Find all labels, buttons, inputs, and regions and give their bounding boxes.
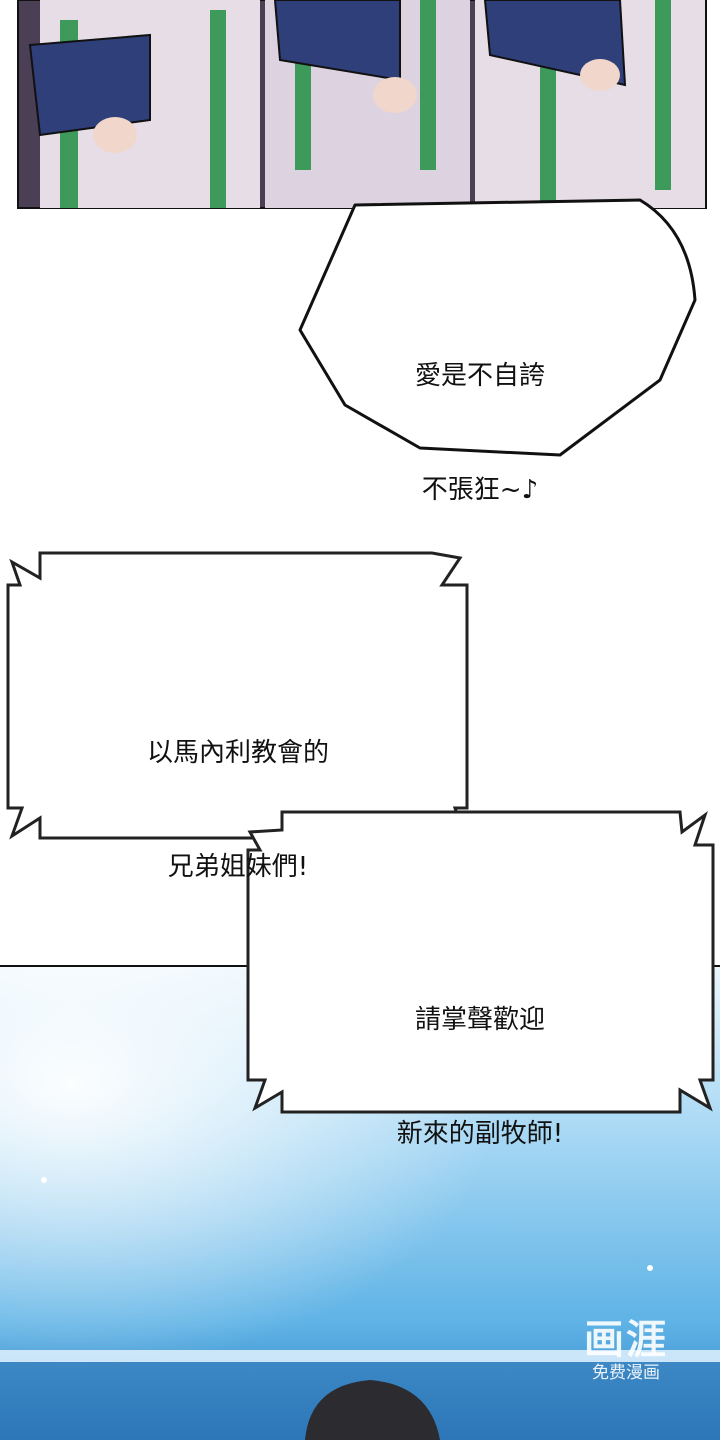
bubble-line: 兄弟姐妹們! — [167, 852, 309, 882]
watermark-logo: 画涯 — [584, 1317, 668, 1363]
hymn-book — [28, 33, 151, 137]
bubble-line: 不張狂~♪ — [421, 475, 539, 505]
shout-bubble-2 — [246, 810, 715, 1114]
character-head — [305, 1380, 440, 1440]
bubble-line: 新來的副牧師! — [396, 1119, 564, 1149]
speech-bubble-1 — [298, 198, 697, 457]
watermark-tagline: 免费漫画 — [592, 1363, 660, 1383]
choir-panel — [17, 0, 707, 209]
bubble-text-2: 以馬內利教會的 兄弟姐妹們! — [98, 658, 378, 924]
watermark: 画涯 免费漫画 — [566, 1318, 686, 1384]
shout-bubble-1 — [6, 551, 469, 840]
bubble-text-1: 愛是不自誇 不張狂~♪ — [380, 281, 580, 547]
bubble-line: 愛是不自誇 — [414, 361, 545, 391]
bubble-text-3: 請掌聲歡迎 新來的副牧師! — [340, 925, 620, 1191]
bubble-line: 以馬內利教會的 — [146, 738, 329, 768]
bubble-line: 請掌聲歡迎 — [414, 1005, 545, 1035]
